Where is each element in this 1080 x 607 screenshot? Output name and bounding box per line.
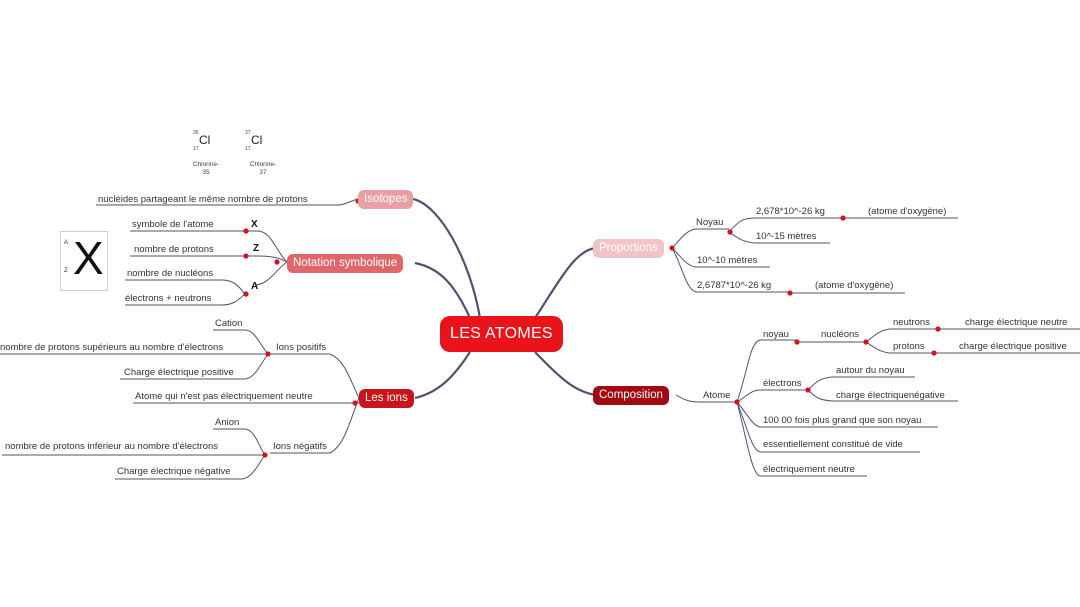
letter-x: X	[251, 219, 258, 230]
isotope-mass-37: 37	[245, 130, 251, 136]
ions-negatifs-protons: nombre de protons inférieur au nombre d'…	[5, 441, 219, 452]
branch-notation-symbolique[interactable]: Notation symbolique	[287, 254, 404, 273]
ions-positifs[interactable]: Ions positifs	[276, 342, 327, 353]
notation-protons: nombre de protons	[134, 244, 214, 255]
branch-les-ions[interactable]: Les ions	[359, 389, 414, 408]
letter-z: Z	[253, 243, 260, 254]
composition-nucleons[interactable]: nucléons	[821, 329, 860, 340]
composition-noyau[interactable]: noyau	[763, 329, 789, 340]
branch-isotopes[interactable]: Isotopes	[358, 190, 414, 209]
branch-composition[interactable]: Composition	[593, 386, 669, 405]
notation-image-a: A	[64, 240, 69, 246]
proportions-noyau-size: 10^-15 mètres	[756, 231, 817, 242]
ions-cation: Cation	[215, 318, 243, 329]
ions-anion: Anion	[215, 417, 240, 428]
composition-neutre: électriquement neutre	[763, 464, 855, 475]
ions-negatifs-charge: Charge électrique négative	[117, 466, 231, 477]
composition-neutrons-charge: charge électrique neutre	[965, 317, 1068, 328]
notation-image-x: X	[73, 232, 104, 284]
letter-a: A	[251, 281, 259, 292]
composition-electrons[interactable]: électrons	[763, 378, 802, 389]
composition-autour: autour du noyau	[836, 365, 905, 376]
proportions-atom-mass: 2,6787*10^-26 kg	[697, 280, 772, 291]
notation-electrons-neutrons: électrons + neutrons	[125, 293, 212, 304]
proportions-atom-mass-note: (atome d'oxygène)	[815, 280, 894, 291]
ions-positifs-protons: nombre de protons supérieurs au nombre d…	[0, 342, 224, 353]
ions-definition: Atome qui n'est pas électriquement neutr…	[135, 391, 313, 402]
composition-fois: 100 00 fois plus grand que son noyau	[763, 415, 922, 426]
ions-positifs-charge: Charge électrique positive	[124, 367, 234, 378]
isotope-caption-37: Chlorine- 37	[249, 161, 277, 176]
composition-neutrons: neutrons	[893, 317, 930, 328]
composition-protons: protons	[893, 341, 925, 352]
composition-vide: essentiellement constitué de vide	[763, 439, 903, 450]
composition-protons-charge: charge électrique positive	[959, 341, 1067, 352]
notation-image: A Z X	[60, 231, 108, 291]
notation-nucleons: nombre de nucléons	[127, 268, 214, 279]
proportions-noyau[interactable]: Noyau	[696, 217, 724, 228]
isotope-mass-35: 35	[193, 130, 199, 136]
isotope-symbol-cl-35: Cl	[199, 133, 211, 147]
ions-negatifs[interactable]: Ions négatifs	[273, 441, 327, 452]
isotope-z-17b: 17	[245, 146, 251, 152]
notation-symbole: symbole de l'atome	[132, 219, 214, 230]
branch-proportions[interactable]: Proportions	[593, 239, 664, 258]
isotopes-definition: nucléides partageant le même nombre de p…	[98, 194, 308, 205]
root-node[interactable]: LES ATOMES	[440, 316, 563, 352]
composition-charge-neg: charge électriquenégative	[836, 390, 945, 401]
notation-image-z: Z	[64, 268, 68, 274]
proportions-noyau-mass-note: (atome d'oxygène)	[868, 206, 947, 217]
isotope-z-17a: 17	[193, 146, 199, 152]
proportions-atom-size: 10^-10 mètres	[697, 255, 758, 266]
isotope-caption-35: Chlorine- 35	[192, 161, 220, 176]
isotope-symbol-cl-37: Cl	[251, 133, 263, 147]
proportions-noyau-mass: 2,678*10^-26 kg	[756, 206, 825, 217]
composition-atome[interactable]: Atome	[703, 390, 731, 401]
